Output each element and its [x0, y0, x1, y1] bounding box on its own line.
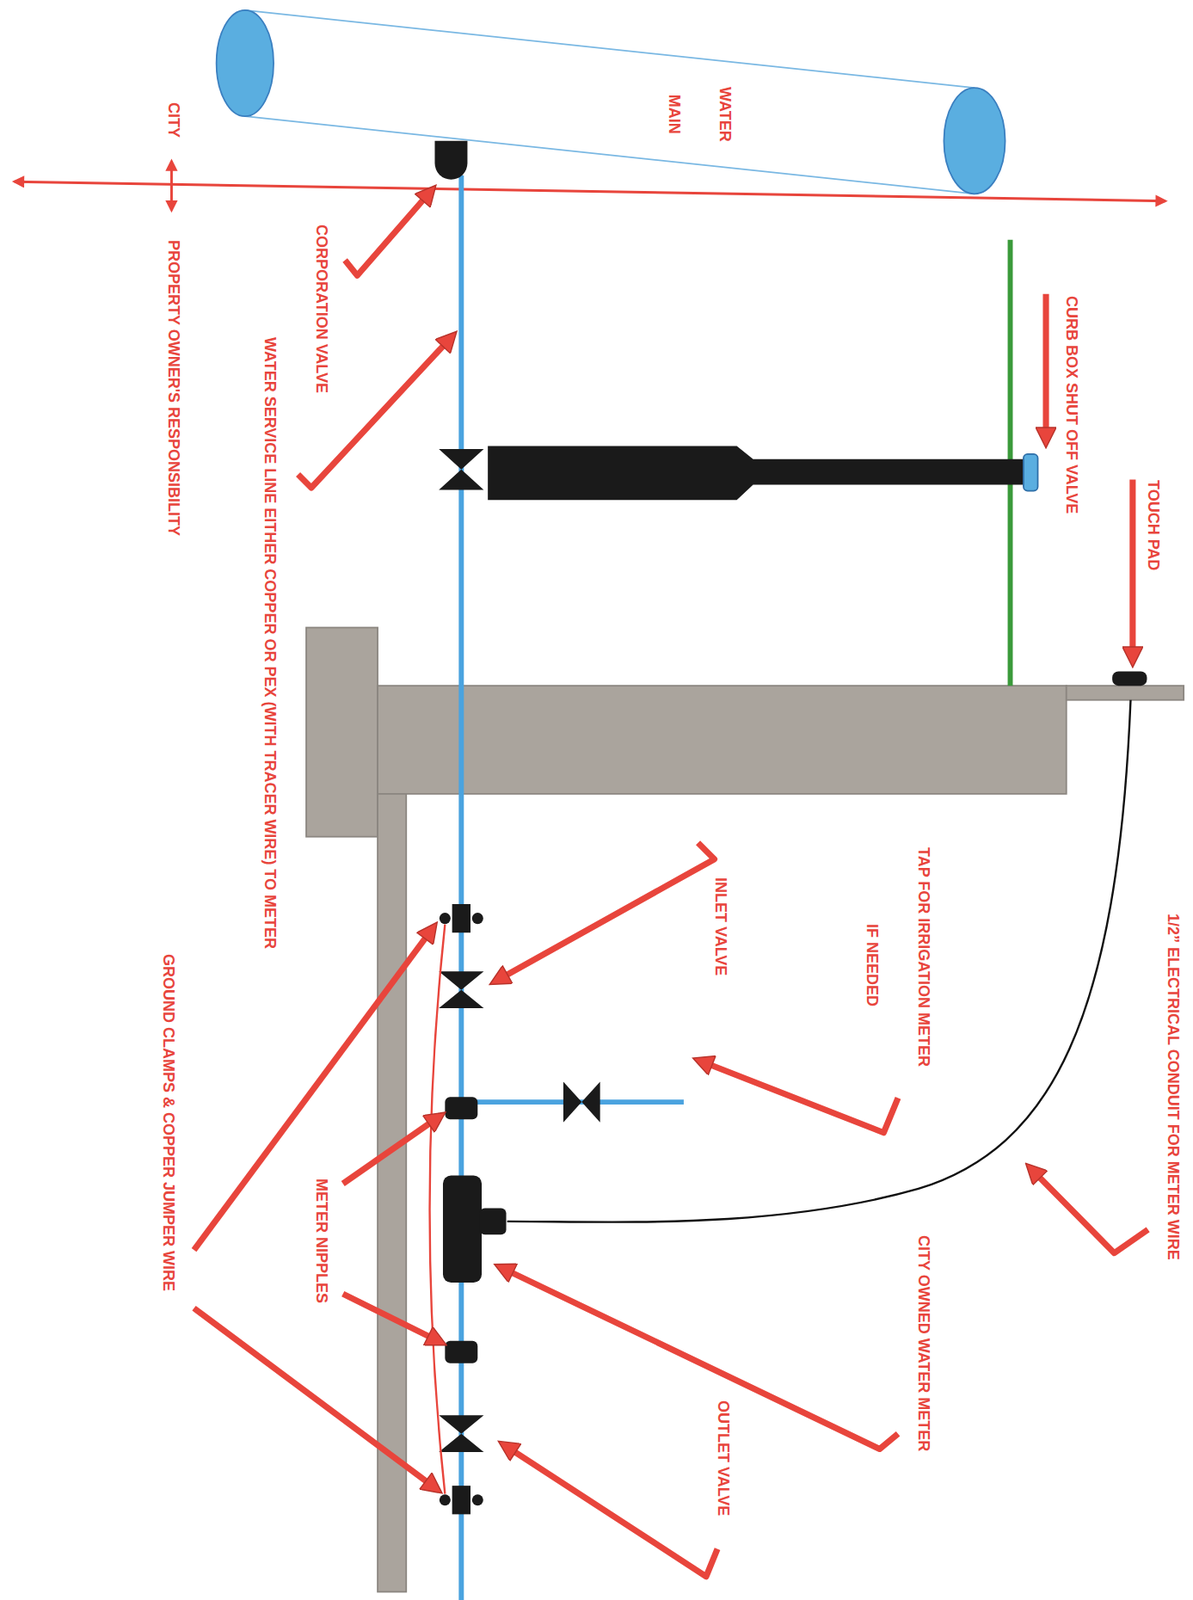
main-end	[216, 10, 274, 117]
touch-pad	[1112, 671, 1147, 687]
leader-arrow	[510, 1448, 718, 1576]
part-label: CORPORATION VALVE	[312, 224, 332, 394]
foundation	[306, 627, 1184, 1593]
leader-arrow	[343, 1293, 435, 1339]
leader-arrow	[1042, 294, 1049, 435]
part-label: CURB BOX SHUT OFF VALVE	[1062, 295, 1082, 514]
note-label: IF NEEDED	[862, 923, 882, 1007]
water-main	[216, 10, 1006, 195]
footing	[306, 627, 378, 837]
zone-label: PROPERTY OWNER'S RESPONSIBILITY	[164, 239, 184, 536]
meter-register	[479, 1207, 507, 1235]
part-label: TAP FOR IRRIGATION METER	[914, 847, 934, 1067]
zone-label: CITY	[164, 102, 184, 138]
part-label: 1/2” ELECTRICAL CONDUIT FOR METER WIRE	[1163, 913, 1183, 1261]
part-label: CITY OWNED WATER METER	[914, 1235, 934, 1452]
foundation-wall	[377, 685, 1067, 794]
leader-arrow	[502, 842, 715, 978]
part-label: WATER SERVICE LINE EITHER COPPER OR PEX …	[260, 337, 280, 949]
clamp-bolt	[472, 912, 484, 924]
property-line	[14, 181, 1166, 202]
ground-clamp	[439, 903, 484, 933]
leader-arrows	[194, 196, 1149, 1577]
water-meter	[442, 1175, 482, 1284]
corporation-valve	[434, 141, 468, 180]
meter-nipple	[444, 1096, 478, 1120]
main-edge	[245, 10, 975, 88]
curb-stop-valve	[438, 448, 484, 490]
clamp-body	[452, 1485, 471, 1514]
meter-nipple	[444, 1340, 478, 1364]
leader-arrow	[1129, 479, 1136, 654]
jumper-wire	[430, 924, 446, 1495]
main-end	[943, 87, 1005, 194]
part-label: INLET VALVE	[711, 877, 731, 976]
leader-arrow	[194, 933, 430, 1250]
leader-arrow	[706, 1063, 898, 1133]
clamp-body	[452, 903, 471, 933]
service-line	[458, 175, 464, 1600]
leader-arrow	[1035, 1173, 1148, 1254]
clamp-bolt	[439, 1494, 451, 1506]
outlet-valve	[438, 1414, 484, 1452]
leader-arrow	[343, 1119, 435, 1184]
part-label: METER NIPPLES	[312, 1178, 332, 1304]
part-label: GROUND CLAMPS & COPPER JUMPER WIRE	[159, 953, 179, 1292]
main-edge	[245, 116, 975, 194]
meter-wire	[507, 700, 1132, 1223]
irrigation-valve	[563, 1081, 601, 1122]
boundary-arrow	[170, 160, 173, 210]
inlet-valve	[438, 971, 484, 1009]
part-label: TOUCH PAD	[1143, 479, 1163, 571]
floor-slab	[377, 793, 406, 1593]
leader-arrow	[344, 196, 427, 277]
pipe-label: WATER MAIN	[648, 86, 751, 142]
clamp-bolt	[472, 1494, 484, 1506]
leader-arrow	[507, 1270, 898, 1450]
part-label: OUTLET VALVE	[713, 1400, 733, 1516]
curb-box	[487, 445, 1024, 500]
clamp-bolt	[439, 912, 451, 924]
ground-clamp	[439, 1485, 484, 1514]
grade-slab	[1066, 685, 1184, 701]
leader-arrow	[194, 1308, 431, 1485]
curb-box-cap	[1023, 454, 1039, 492]
